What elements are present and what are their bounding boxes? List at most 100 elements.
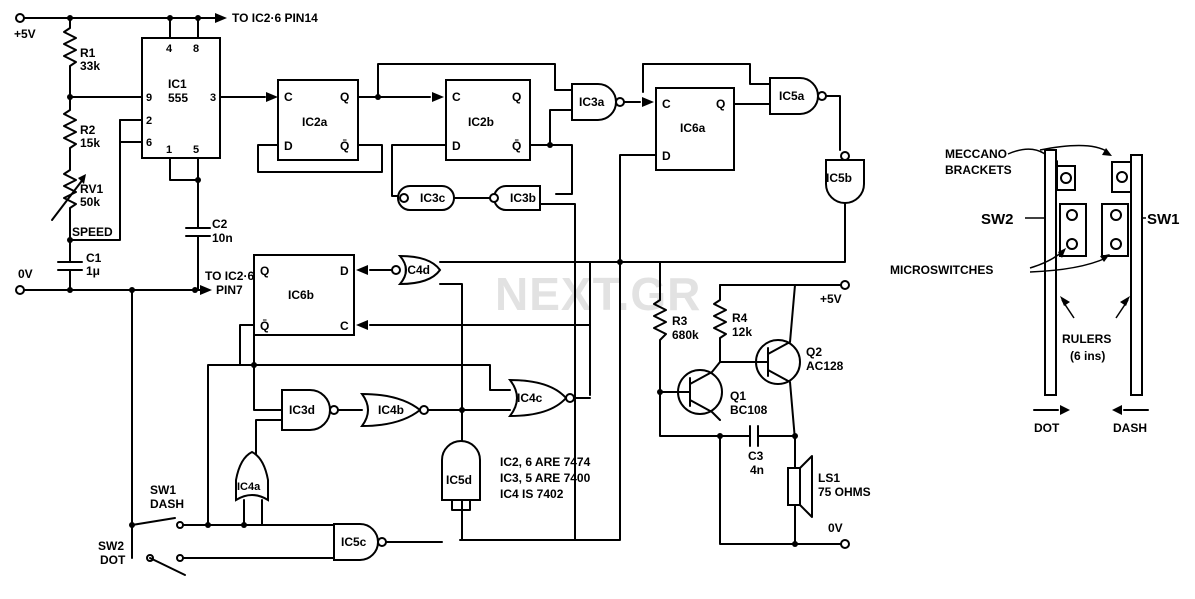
rulers-size-label: (6 ins)	[1070, 349, 1105, 363]
svg-text:6: 6	[146, 137, 152, 149]
svg-text:BC108: BC108	[730, 403, 768, 417]
svg-text:2: 2	[146, 115, 152, 127]
ic1-name: IC1	[168, 77, 187, 91]
rulers-label: RULERS	[1062, 332, 1111, 346]
ic4a-gate: IC4a	[235, 450, 269, 526]
svg-text:C: C	[284, 90, 293, 104]
ic-type-note-2: IC3, 5 ARE 7400	[500, 471, 591, 485]
ic1-555	[141, 37, 221, 159]
svg-text:AC128: AC128	[806, 359, 844, 373]
ic4c-gate: IC4c	[461, 378, 591, 418]
vplus-terminal	[15, 13, 25, 23]
brackets-label: BRACKETS	[945, 163, 1012, 177]
sw1-mech-label: SW1	[1147, 211, 1180, 228]
svg-text:5: 5	[193, 144, 199, 156]
svg-text:IC4a: IC4a	[237, 481, 261, 493]
switch-section: SW1 DASH SW2 DOT	[98, 289, 335, 576]
ic5d-gate: IC5d	[441, 409, 481, 541]
ic5c-gate: IC5c	[333, 523, 443, 561]
svg-text:IC4b: IC4b	[378, 403, 404, 417]
zero-right-terminal	[840, 539, 850, 549]
dot-label: DOT	[1034, 421, 1060, 435]
svg-text:IC3d: IC3d	[289, 403, 315, 417]
r1-value: 33k	[80, 59, 100, 73]
svg-text:Q2: Q2	[806, 345, 822, 359]
ic3c-gate: IC3c	[397, 185, 475, 211]
svg-text:IC5b: IC5b	[826, 171, 852, 185]
zero-label: 0V	[18, 267, 33, 281]
c1-value: 1μ	[86, 264, 100, 278]
timing-section: TO IC2·6 PIN14 +5V R1 33k R2 15k RV1 50k…	[14, 11, 318, 297]
ic6a-flipflop: C D Q IC6a	[459, 87, 771, 541]
svg-text:IC5d: IC5d	[446, 473, 472, 487]
ic6a-name: IC6a	[680, 121, 706, 135]
rv1-name: RV1	[80, 182, 103, 196]
ic2a-flipflop: C D Q Q̄ IC2a	[257, 79, 444, 173]
svg-text:Q: Q	[512, 90, 521, 104]
ic3d-gate: IC3d	[255, 389, 363, 456]
svg-text:IC5a: IC5a	[779, 89, 805, 103]
ic6b-flipflop: Q D Q̄ C IC6b	[239, 254, 591, 411]
r2-name: R2	[80, 123, 96, 137]
svg-text:3: 3	[210, 92, 216, 104]
mechanical-drawing: MECCANO BRACKETS SW2 SW1 MICROSWITCHES R	[890, 144, 1180, 435]
svg-text:4n: 4n	[750, 463, 764, 477]
svg-text:Q̄: Q̄	[260, 319, 269, 333]
svg-text:12k: 12k	[732, 325, 752, 339]
r2-value: 15k	[80, 136, 100, 150]
svg-text:LS1: LS1	[818, 471, 840, 485]
svg-text:R4: R4	[732, 311, 748, 325]
svg-text:C: C	[452, 90, 461, 104]
svg-text:1: 1	[166, 144, 172, 156]
svg-text:8: 8	[193, 43, 199, 55]
svg-text:Q̄: Q̄	[340, 139, 349, 153]
svg-text:IC3a: IC3a	[579, 95, 605, 109]
ic6b-name: IC6b	[288, 288, 314, 302]
svg-text:75 OHMS: 75 OHMS	[818, 485, 871, 499]
ic5a-gate: IC5a	[642, 63, 841, 151]
svg-text:C: C	[662, 97, 671, 111]
svg-text:IC3c: IC3c	[420, 191, 446, 205]
svg-text:C3: C3	[748, 449, 764, 463]
ic2b-flipflop: C D Q Q̄ IC2b	[377, 63, 573, 197]
sw2-mech-label: SW2	[981, 211, 1014, 228]
c1-name: C1	[86, 251, 102, 265]
svg-text:680k: 680k	[672, 328, 699, 342]
svg-text:D: D	[340, 264, 349, 278]
watermark: NEXT.GR	[495, 268, 701, 320]
to-ic26-pin7-label-a: TO IC2·6	[205, 269, 254, 283]
c2-name: C2	[212, 217, 228, 231]
audio-section: +5V R3 680k R4 12k Q1 BC108 Q2 AC128 C3 …	[653, 261, 871, 549]
svg-text:IC4c: IC4c	[517, 391, 543, 405]
svg-text:D: D	[284, 139, 293, 153]
svg-text:Q: Q	[260, 264, 269, 278]
dash-label: DASH	[1113, 421, 1147, 435]
svg-text:IC3b: IC3b	[510, 191, 536, 205]
r1-name: R1	[80, 46, 96, 60]
dash-ruler	[1130, 154, 1143, 396]
ic4b-gate: IC4b	[360, 392, 465, 428]
svg-text:4: 4	[166, 43, 173, 55]
zero-right-label: 0V	[828, 521, 843, 535]
svg-text:IC5c: IC5c	[341, 535, 367, 549]
sw1-role: DASH	[150, 497, 184, 511]
ic2a-name: IC2a	[302, 115, 328, 129]
svg-text:Q: Q	[716, 97, 725, 111]
svg-text:D: D	[662, 149, 671, 163]
ic1-type: 555	[168, 91, 188, 105]
vplus-right-terminal	[840, 280, 850, 290]
svg-text:IC4d: IC4d	[404, 263, 430, 277]
ic3a-gate: IC3a	[571, 83, 654, 121]
ic-type-note-3: IC4 IS 7402	[500, 487, 564, 501]
sw2-name: SW2	[98, 539, 124, 553]
to-ic26-pin14-label: TO IC2·6 PIN14	[232, 11, 318, 25]
sw1-name: SW1	[150, 483, 176, 497]
ls1-speaker	[787, 467, 801, 506]
ic2b-name: IC2b	[468, 115, 494, 129]
rv1-value: 50k	[80, 195, 100, 209]
svg-text:Q̄: Q̄	[512, 139, 521, 153]
speed-label: SPEED	[72, 225, 113, 239]
zero-terminal	[15, 285, 25, 295]
